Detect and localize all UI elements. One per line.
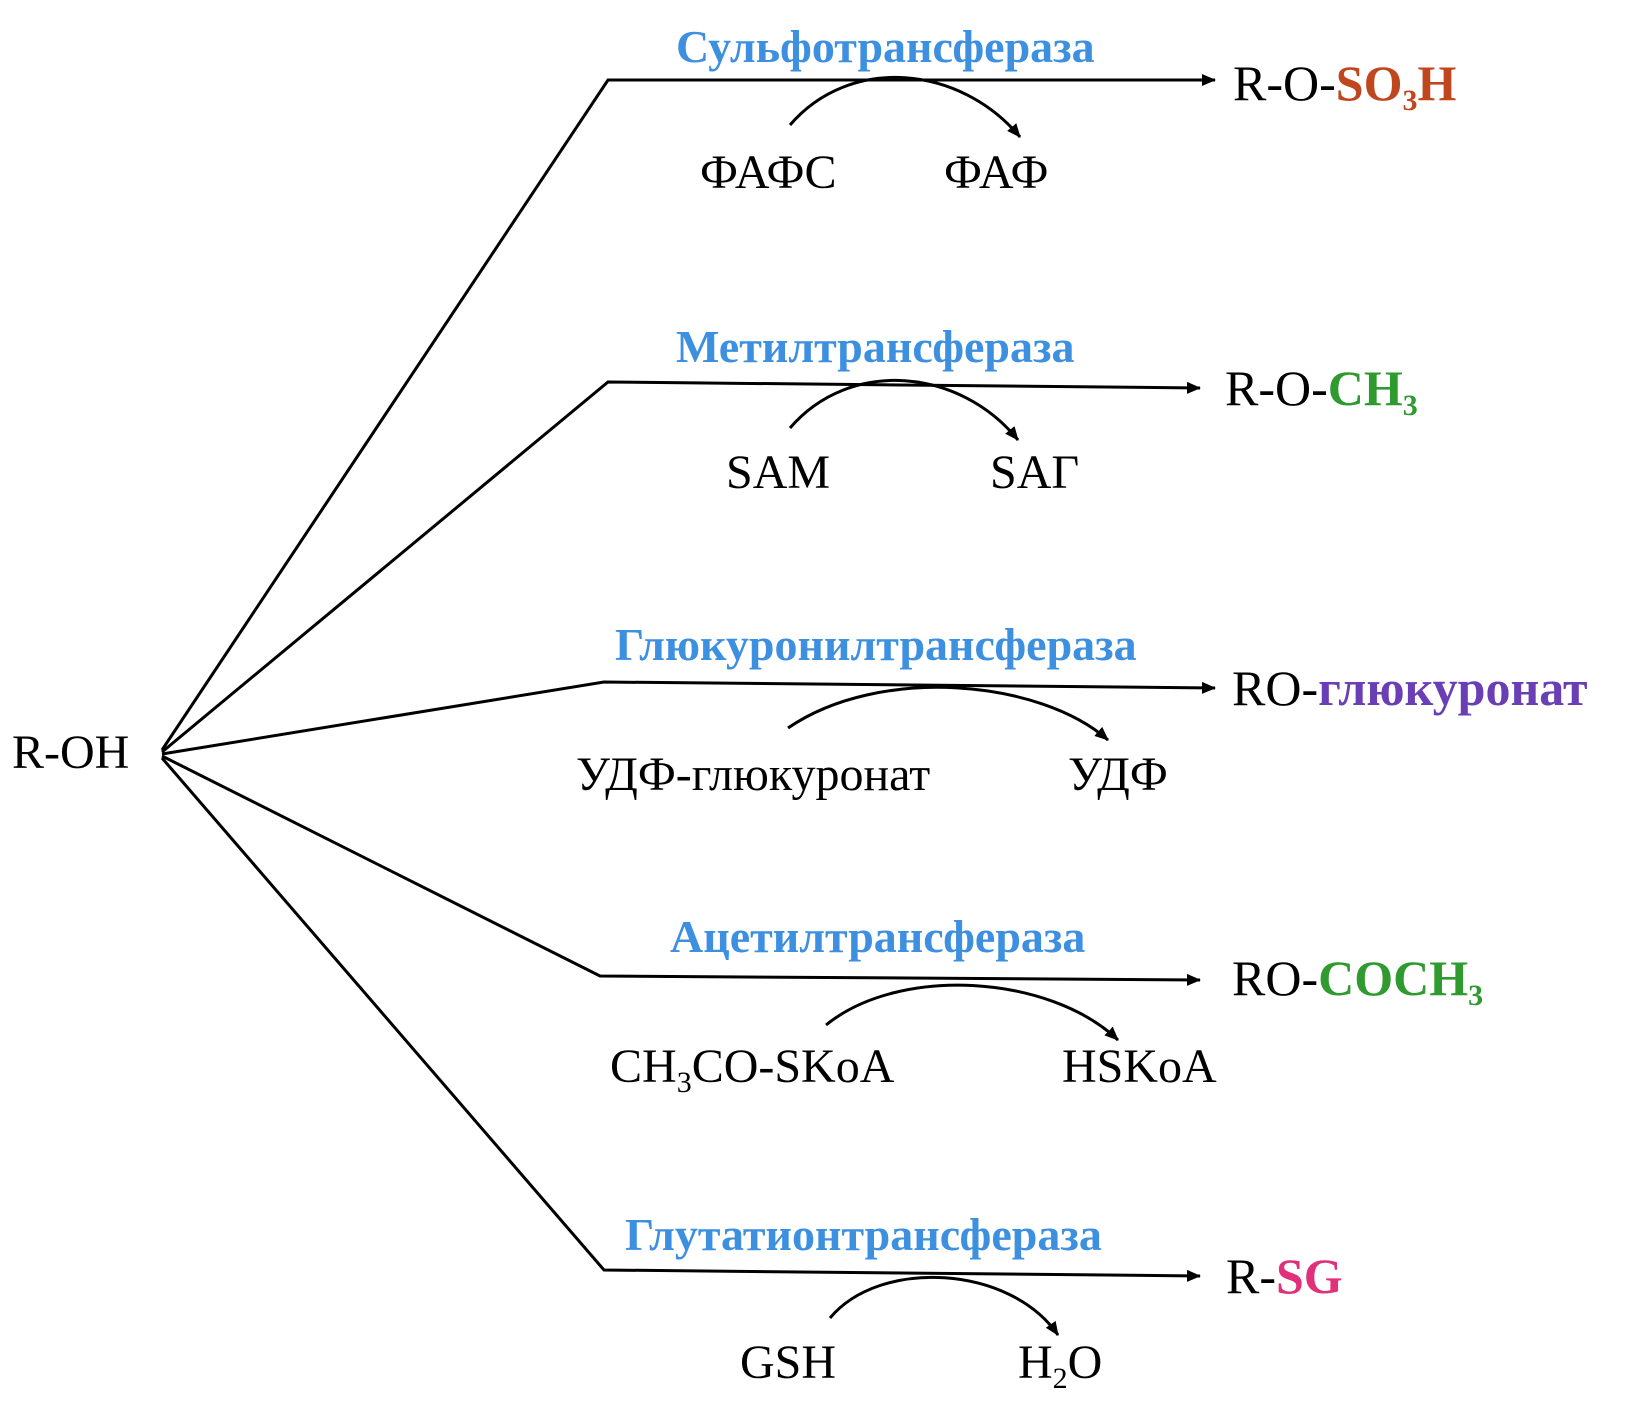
product-acetyl-prefix: RO- xyxy=(1232,950,1318,1006)
enzyme-label-methyltransferase: Метилтрансфераза xyxy=(676,321,1075,372)
cofactor-in-glucuronyl: УДФ-глюкуронат xyxy=(576,748,930,801)
product-sulfo: R-O-SO3H xyxy=(1233,55,1456,117)
product-sulfo-tail: H xyxy=(1417,55,1456,111)
product-acetyl-group: COCH xyxy=(1318,950,1468,1006)
cofactor-out-glutathione: H2O xyxy=(1018,1336,1102,1395)
product-methyl-prefix: R-O- xyxy=(1225,360,1328,416)
cofactor-out-acetyl: HSKoA xyxy=(1062,1040,1217,1093)
cofactor-in-methyl: SAM xyxy=(726,446,830,499)
product-methyl: R-O-CH3 xyxy=(1225,360,1418,422)
cofactor-out-sulfo: ФАФ xyxy=(944,146,1048,199)
product-sulfo-group: SO xyxy=(1336,55,1403,111)
product-glucuronyl: RO-глюкуронат xyxy=(1232,660,1588,716)
cofactor-in-acetyl-subscript: 3 xyxy=(677,1066,692,1099)
product-glutathione-prefix: R- xyxy=(1226,1248,1276,1304)
product-glutathione-group: SG xyxy=(1276,1248,1343,1304)
cofactor-out-glutathione-subscript: 2 xyxy=(1053,1362,1068,1395)
cofactor-arrow-methyl xyxy=(788,378,1020,441)
cofactor-in-acetyl-main: CH xyxy=(610,1040,677,1093)
product-methyl-subscript: 3 xyxy=(1403,389,1418,422)
cofactor-arrow-acetyl xyxy=(825,983,1120,1042)
cofactor-out-glutathione-tail: O xyxy=(1068,1336,1103,1389)
product-acetyl-subscript: 3 xyxy=(1468,979,1483,1012)
cofactor-arrows xyxy=(787,75,1120,1336)
product-glutathione: R-SG xyxy=(1226,1248,1343,1304)
branch-line-acetyl xyxy=(161,754,1201,986)
enzyme-label-sulfotransferase: Сульфотрансфераза xyxy=(676,21,1095,72)
product-sulfo-prefix: R-O- xyxy=(1233,55,1336,111)
cofactor-in-glutathione: GSH xyxy=(740,1336,836,1389)
product-acetyl: RO-COCH3 xyxy=(1232,950,1483,1012)
branch-line-glutathione xyxy=(160,757,1201,1282)
cofactor-out-glucuronyl: УДФ xyxy=(1068,748,1168,801)
substrate-label: R-OH xyxy=(12,726,129,779)
cofactor-out-methyl: SAГ xyxy=(990,446,1079,499)
branch-line-methyl xyxy=(161,380,1201,754)
product-glucuronyl-group: глюкуронат xyxy=(1318,660,1587,716)
enzyme-label-glucuronyltransferase: Глюкуронилтрансфераза xyxy=(615,619,1137,670)
cofactor-in-acetyl-tail: CO-SKoA xyxy=(692,1040,895,1093)
cofactor-out-glutathione-main: H xyxy=(1018,1336,1053,1389)
cofactor-arrow-glucuronyl xyxy=(787,685,1109,742)
enzyme-label-acetyltransferase: Ацетилтрансфераза xyxy=(670,911,1085,962)
product-sulfo-subscript: 3 xyxy=(1402,84,1417,117)
branch-lines xyxy=(160,74,1216,1282)
branch-line-sulfo xyxy=(160,74,1216,751)
product-methyl-group: CH xyxy=(1328,360,1403,416)
enzyme-label-glutathionetransferase: Глутатионтрансфераза xyxy=(625,1209,1102,1260)
branch-line-glucuronyl xyxy=(161,680,1216,756)
cofactor-in-sulfo: ФАФС xyxy=(700,146,836,199)
product-glucuronyl-prefix: RO- xyxy=(1232,660,1318,716)
cofactor-in-acetyl: CH3CO-SKoA xyxy=(610,1040,895,1099)
cofactor-arrow-sulfo xyxy=(788,75,1022,138)
cofactor-arrow-glutathione xyxy=(828,1275,1060,1336)
